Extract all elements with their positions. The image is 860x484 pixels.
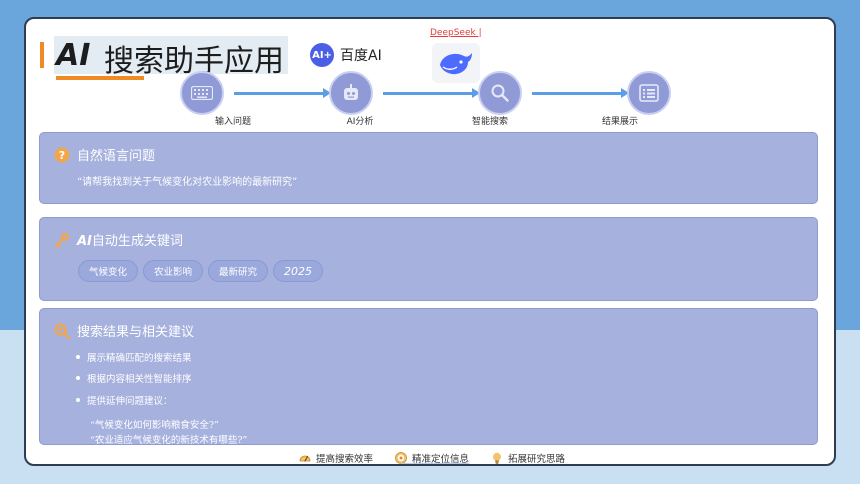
keyword-tag-year[interactable]: 2025 <box>273 260 324 282</box>
flow-label-search: 智能搜索 <box>471 117 509 127</box>
card-keywords-title-rest: 自动生成关键词 <box>91 234 183 249</box>
keyword-tag[interactable]: 农业影响 <box>143 260 204 282</box>
svg-text:?: ? <box>59 149 65 162</box>
keyboard-icon <box>191 86 213 100</box>
target-icon <box>395 452 407 464</box>
keyword-tags: 气候变化 农业影响 最新研究 2025 <box>78 260 324 282</box>
benefit-ideas-label: 拓展研究思路 <box>508 454 566 465</box>
card-natural-question: ? 自然语言问题 “请帮我找到关于气候变化对农业影响的最新研究” <box>39 132 818 204</box>
list-item: 根据内容相关性智能排序 <box>76 368 247 390</box>
baidu-ai-logo: AI+ 百度AI <box>310 39 396 71</box>
title-ai: AI <box>56 38 91 73</box>
benefit-efficiency: 提高搜索效率 <box>299 451 373 465</box>
flow-label-result: 结果展示 <box>601 117 639 127</box>
suggested-question[interactable]: “农业适应气候变化的新技术有哪些?” <box>90 435 248 446</box>
flow-node-input <box>180 71 224 115</box>
baidu-ai-mark-icon: AI+ <box>310 43 334 67</box>
bulb-icon <box>491 452 503 464</box>
list-item: 展示精确匹配的搜索结果 <box>76 346 247 368</box>
question-icon: ? <box>54 147 70 163</box>
benefits-footer: 提高搜索效率 精准定位信息 拓展研究思路 <box>26 449 834 465</box>
card-keywords-title-ai: AI <box>77 234 92 249</box>
card-results-header: 搜索结果与相关建议 <box>54 321 194 340</box>
title-highlight <box>54 36 288 74</box>
title-accent-bar <box>40 42 44 68</box>
card-natural-question-title: 自然语言问题 <box>77 149 156 164</box>
flow-arrow-2 <box>383 88 480 98</box>
process-flow: 输入问题 AI分析 智能搜索 <box>26 71 834 127</box>
list-icon <box>639 84 659 102</box>
flow-node-result <box>627 71 671 115</box>
key-icon <box>54 232 70 248</box>
gauge-icon <box>299 452 311 464</box>
magnify-icon <box>54 322 70 339</box>
deepseek-whale-icon <box>432 43 480 83</box>
benefit-precision-label: 精准定位信息 <box>411 454 469 465</box>
card-results: 搜索结果与相关建议 展示精确匹配的搜索结果 根据内容相关性智能排序 提供延伸问题… <box>39 308 818 447</box>
keyword-tag[interactable]: 气候变化 <box>78 260 139 282</box>
list-item: 提供延伸问题建议： <box>76 389 247 411</box>
footer-glow <box>400 463 470 464</box>
results-bullet-list: 展示精确匹配的搜索结果 根据内容相关性智能排序 提供延伸问题建议： “气候变化如… <box>76 346 247 447</box>
card-natural-question-header: ? 自然语言问题 <box>54 145 155 164</box>
flow-node-analysis <box>329 71 373 115</box>
search-icon <box>491 84 509 102</box>
flow-arrow-1 <box>234 88 331 98</box>
flow-label-analysis: AI分析 <box>346 117 374 127</box>
flow-arrow-3 <box>532 88 629 98</box>
example-question-quote: “请帮我找到关于气候变化对农业影响的最新研究” <box>77 177 298 188</box>
slide-frame: AI 搜索助手应用 AI+ 百度AI DeepSeek | 输入问题 <box>24 17 836 466</box>
flow-label-input: 输入问题 <box>214 117 252 127</box>
card-keywords-header: AI自动生成关键词 <box>54 230 183 249</box>
flow-node-search <box>478 71 522 115</box>
suggested-question[interactable]: “气候变化如何影响粮食安全?” <box>90 420 219 431</box>
deepseek-label[interactable]: DeepSeek | <box>430 28 482 38</box>
title-underline <box>56 76 144 80</box>
benefit-efficiency-label: 提高搜索效率 <box>315 454 373 465</box>
baidu-ai-text: 百度AI <box>340 48 382 64</box>
robot-icon <box>344 84 358 100</box>
card-keywords: AI自动生成关键词 气候变化 农业影响 最新研究 2025 <box>39 217 818 301</box>
card-results-title: 搜索结果与相关建议 <box>77 325 195 340</box>
benefit-ideas: 拓展研究思路 <box>491 451 566 465</box>
keyword-tag[interactable]: 最新研究 <box>208 260 269 282</box>
benefit-precision: 精准定位信息 <box>395 451 469 465</box>
card-keywords-title: AI自动生成关键词 <box>77 230 183 249</box>
